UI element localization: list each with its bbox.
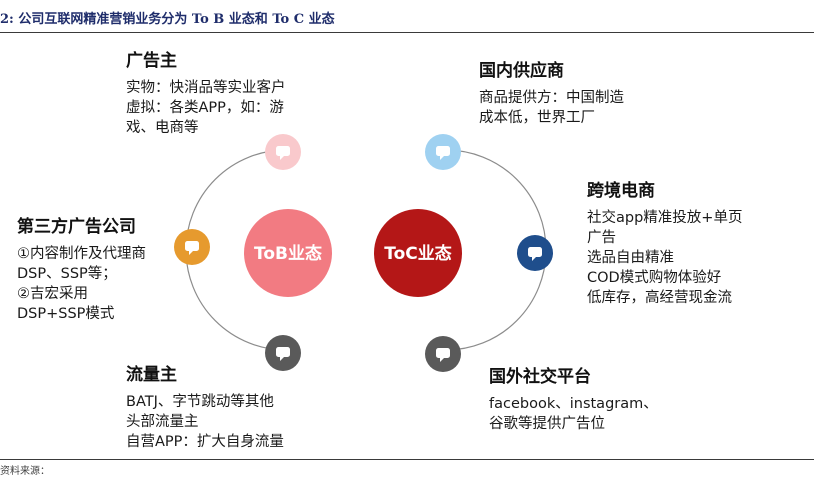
crossborder-line: 低库存，高经营现金流 bbox=[587, 290, 732, 306]
third-party-line: DSP+SSP模式 bbox=[17, 306, 115, 322]
toc-label: ToC业态 bbox=[384, 243, 452, 264]
header-divider bbox=[0, 32, 814, 33]
tob-label: ToB业态 bbox=[254, 243, 322, 264]
traffic-node bbox=[265, 335, 301, 371]
supplier-block: 国内供应商 商品提供方：中国制造 成本低，世界工厂 bbox=[479, 60, 624, 128]
crossborder-line: 社交app精准投放+单页 bbox=[587, 210, 743, 226]
traffic-block: 流量主 BATJ、字节跳动等其他 头部流量主 自营APP：扩大自身流量 bbox=[126, 364, 284, 452]
chat-bubble-icon bbox=[436, 348, 450, 362]
supplier-line: 成本低，世界工厂 bbox=[479, 110, 595, 126]
third-party-title: 第三方广告公司 bbox=[17, 217, 136, 237]
toc-circle bbox=[374, 209, 462, 297]
advertiser-line: 戏、电商等 bbox=[126, 120, 199, 136]
traffic-title: 流量主 bbox=[126, 365, 177, 385]
traffic-line: 自营APP：扩大自身流量 bbox=[126, 434, 284, 450]
third-party-node bbox=[174, 229, 210, 265]
supplier-line: 商品提供方：中国制造 bbox=[479, 90, 624, 106]
advertiser-line: 虚拟：各类APP，如：游 bbox=[126, 100, 284, 116]
traffic-line: BATJ、字节跳动等其他 bbox=[126, 394, 274, 410]
social-block: 国外社交平台 facebook、instagram、 谷歌等提供广告位 bbox=[489, 366, 658, 434]
supplier-node bbox=[425, 134, 461, 170]
crossborder-line: 广告 bbox=[587, 230, 616, 246]
crossborder-title: 跨境电商 bbox=[587, 181, 655, 201]
advertiser-node bbox=[265, 134, 301, 170]
social-line: facebook、instagram、 bbox=[489, 396, 658, 412]
footer-divider bbox=[0, 459, 814, 460]
third-party-line: ②吉宏采用 bbox=[17, 286, 88, 302]
source-note: 资料来源： bbox=[0, 466, 50, 477]
chat-bubble-icon bbox=[436, 146, 450, 160]
crossborder-block: 跨境电商 社交app精准投放+单页 广告 选品自由精准 COD模式购物体验好 低… bbox=[587, 180, 742, 308]
crossborder-line: COD模式购物体验好 bbox=[587, 270, 722, 286]
advertiser-block: 广告主 实物：快消品等实业客户 虚拟：各类APP，如：游 戏、电商等 bbox=[126, 50, 286, 138]
traffic-line: 头部流量主 bbox=[126, 414, 199, 430]
chat-bubble-icon bbox=[276, 347, 290, 361]
crossborder-node bbox=[517, 235, 553, 271]
advertiser-title: 广告主 bbox=[126, 51, 177, 71]
supplier-title: 国内供应商 bbox=[479, 61, 564, 81]
chat-bubble-icon bbox=[185, 241, 199, 255]
social-line: 谷歌等提供广告位 bbox=[489, 416, 605, 432]
tob-circle bbox=[244, 209, 332, 297]
chat-bubble-icon bbox=[276, 146, 290, 160]
crossborder-line: 选品自由精准 bbox=[587, 250, 674, 266]
advertiser-line: 实物：快消品等实业客户 bbox=[126, 80, 286, 96]
social-title: 国外社交平台 bbox=[489, 367, 591, 387]
third-party-line: DSP、SSP等； bbox=[17, 266, 117, 282]
third-party-line: ①内容制作及代理商 bbox=[17, 246, 146, 262]
figure-caption: 2: 公司互联网精准营销业务分为 To B 业态和 To C 业态 bbox=[0, 12, 335, 27]
social-node bbox=[425, 336, 461, 372]
chat-bubble-icon bbox=[528, 247, 542, 261]
third-party-block: 第三方广告公司 ①内容制作及代理商 DSP、SSP等； ②吉宏采用 DSP+SS… bbox=[17, 216, 146, 324]
